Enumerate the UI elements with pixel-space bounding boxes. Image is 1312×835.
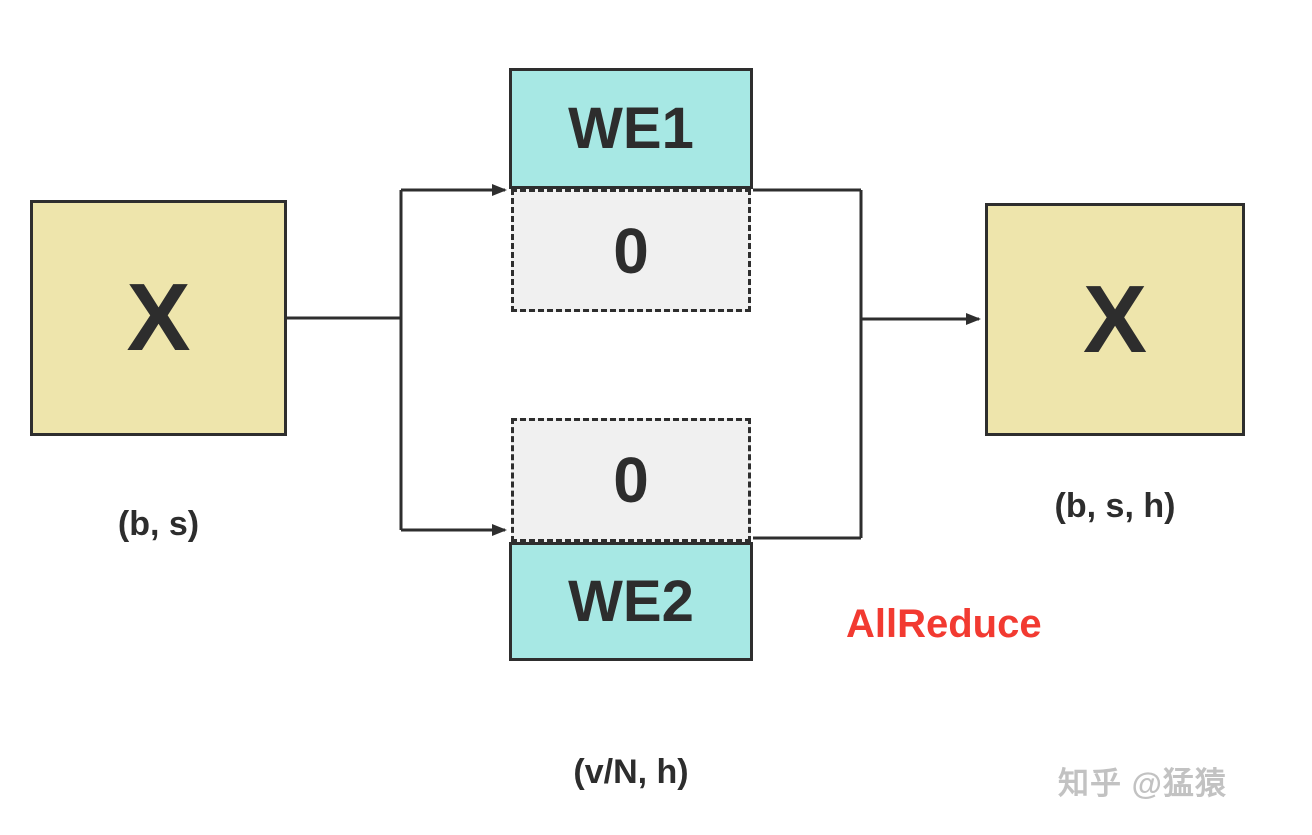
input-tensor-box: X [30,200,287,436]
we2-label: WE2 [568,568,694,634]
we1-weight-box: WE1 [509,68,753,189]
weight-shape-caption: (v/N, h) [573,753,689,791]
zero-padding-top-box: 0 [511,189,751,312]
output-tensor-box: X [985,203,1245,436]
output-tensor-label: X [1082,265,1148,373]
zhihu-watermark: 知乎 @猛猿 [1058,766,1227,801]
we1-label: WE1 [568,95,694,161]
input-shape-caption: (b, s) [117,505,200,543]
we2-weight-box: WE2 [509,542,753,661]
allreduce-label: AllReduce [846,602,1042,646]
zero-top-label: 0 [613,214,649,287]
output-shape-caption: (b, s, h) [1054,487,1176,525]
zero-bottom-label: 0 [613,444,649,516]
zero-padding-bottom-box: 0 [511,418,751,542]
input-tensor-label: X [126,264,191,371]
